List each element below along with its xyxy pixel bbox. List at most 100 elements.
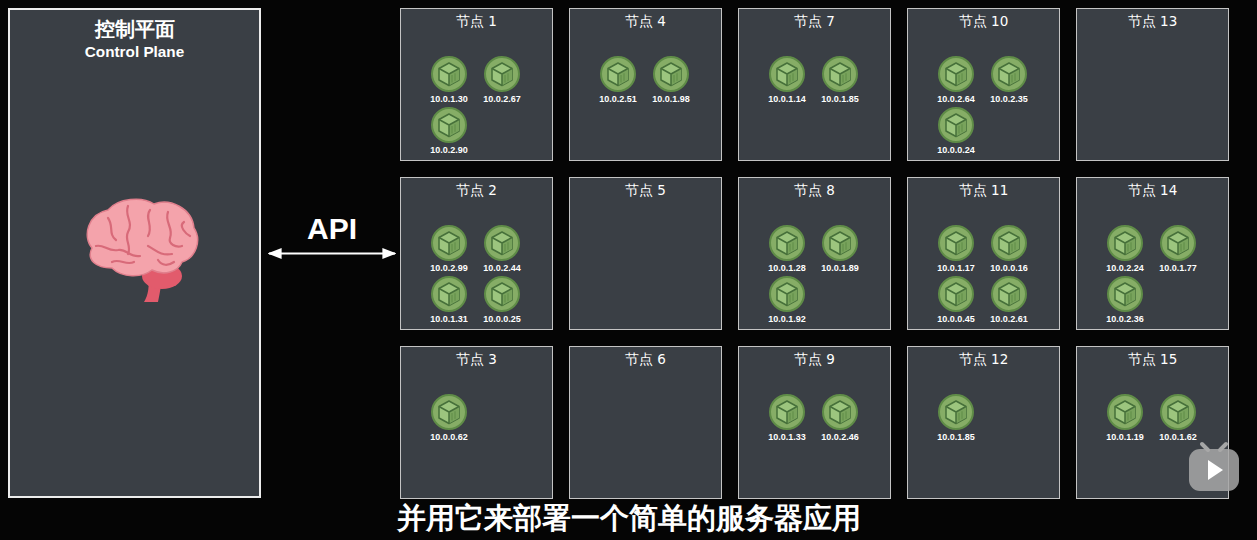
- pod-ip: 10.0.1.28: [755, 262, 819, 274]
- subtitle-caption: 并用它来部署一个简单的服务器应用: [0, 499, 1257, 537]
- pod-icon: [1159, 393, 1197, 431]
- node-title: 节点 2: [401, 180, 552, 200]
- pod-circle: 10.0.2.46: [814, 393, 866, 445]
- pod-circle: 10.0.1.14: [761, 55, 813, 107]
- pod-circle: 10.0.1.33: [761, 393, 813, 445]
- worker-node-box: 节点 210.0.2.9910.0.2.4410.0.1.3110.0.0.25: [400, 177, 553, 330]
- pod-icon: [990, 275, 1028, 313]
- pod-ip: 10.0.2.67: [470, 93, 534, 105]
- pod-circle: 10.0.2.36: [1099, 275, 1151, 327]
- pod-icon: [483, 55, 521, 93]
- pod-circle: 10.0.1.19: [1099, 393, 1151, 445]
- panel-title: 控制平面: [10, 16, 259, 44]
- pod-circle: 10.0.1.28: [761, 224, 813, 276]
- pod-ip: 10.0.1.19: [1093, 431, 1157, 443]
- pod-icon: [1106, 275, 1144, 313]
- pod-icon: [430, 275, 468, 313]
- worker-node-box: 节点 6: [569, 346, 722, 499]
- pod-ip: 10.0.2.51: [586, 93, 650, 105]
- pod-icon: [599, 55, 637, 93]
- node-title: 节点 3: [401, 349, 552, 369]
- node-title: 节点 15: [1077, 349, 1228, 369]
- worker-node-box: 节点 9 10.0.1.3310.0.2.46: [738, 346, 891, 499]
- pod-ip: 10.0.1.85: [808, 93, 872, 105]
- pod-icon: [430, 224, 468, 262]
- pod-icon: [821, 224, 859, 262]
- pod-ip: 10.0.1.30: [417, 93, 481, 105]
- pod-ip: 10.0.2.46: [808, 431, 872, 443]
- pod-icon: [483, 275, 521, 313]
- pod-circle: 10.0.1.62: [1152, 393, 1204, 445]
- pod-ip: 10.0.1.17: [924, 262, 988, 274]
- pod-icon: [821, 55, 859, 93]
- worker-node-box: 节点 5: [569, 177, 722, 330]
- pod-circle: 10.0.1.85: [814, 55, 866, 107]
- edge-label: API: [307, 212, 357, 246]
- pod-icon: [821, 393, 859, 431]
- node-title: 节点 1: [401, 11, 552, 31]
- pod-ip: 10.0.2.61: [977, 313, 1041, 325]
- worker-node-box: 节点 13: [1076, 8, 1229, 161]
- node-title: 节点 7: [739, 11, 890, 31]
- pod-circle: 10.0.2.24: [1099, 224, 1151, 276]
- pod-ip: 10.0.1.77: [1146, 262, 1210, 274]
- node-title: 节点 8: [739, 180, 890, 200]
- pod-ip: 10.0.2.99: [417, 262, 481, 274]
- node-title: 节点 4: [570, 11, 721, 31]
- pod-icon: [430, 106, 468, 144]
- pod-circle: 10.0.2.90: [423, 106, 475, 158]
- pod-circle: 10.0.1.17: [930, 224, 982, 276]
- pod-icon: [937, 224, 975, 262]
- pod-circle: 10.0.2.67: [476, 55, 528, 107]
- pod-ip: 10.0.1.33: [755, 431, 819, 443]
- pod-icon: [937, 393, 975, 431]
- worker-node-box: 节点 7 10.0.1.1410.0.1.85: [738, 8, 891, 161]
- worker-node-box: 节点 11 10.0.1.1710.0.0.16 10.0.0.4510.0.2.6…: [907, 177, 1060, 330]
- node-title: 节点 12: [908, 349, 1059, 369]
- pod-circle: 10.0.1.98: [645, 55, 697, 107]
- pod-icon: [937, 106, 975, 144]
- pod-circle: 10.0.2.51: [592, 55, 644, 107]
- pod-ip: 10.0.0.25: [470, 313, 534, 325]
- pod-icon: [937, 275, 975, 313]
- pod-circle: 10.0.1.77: [1152, 224, 1204, 276]
- pod-circle: 10.0.0.62: [423, 393, 475, 445]
- pod-icon: [768, 275, 806, 313]
- pod-circle: 10.0.1.92: [761, 275, 813, 327]
- pod-circle: 10.0.1.31: [423, 275, 475, 327]
- worker-node-box: 节点 14 10.0.2.2410.0.1.7710.0.2.36: [1076, 177, 1229, 330]
- node-title: 节点 11: [908, 180, 1059, 200]
- pod-icon: [430, 55, 468, 93]
- pod-ip: 10.0.2.90: [417, 144, 481, 156]
- pod-circle: 10.0.2.64: [930, 55, 982, 107]
- pod-icon: [1159, 224, 1197, 262]
- node-title: 节点 6: [570, 349, 721, 369]
- pod-circle: 10.0.2.35: [983, 55, 1035, 107]
- pod-icon: [990, 55, 1028, 93]
- pod-ip: 10.0.2.44: [470, 262, 534, 274]
- pod-ip: 10.0.0.16: [977, 262, 1041, 274]
- node-title: 节点 5: [570, 180, 721, 200]
- pod-icon: [1106, 393, 1144, 431]
- pod-circle: 10.0.0.16: [983, 224, 1035, 276]
- pod-ip: 10.0.1.31: [417, 313, 481, 325]
- pod-circle: 10.0.1.85: [930, 393, 982, 445]
- node-title: 节点 14: [1077, 180, 1228, 200]
- pod-ip: 10.0.1.89: [808, 262, 872, 274]
- pod-circle: 10.0.1.30: [423, 55, 475, 107]
- worker-node-box: 节点 110.0.1.3010.0.2.6710.0.2.90: [400, 8, 553, 161]
- worker-node-box: 节点 8 10.0.1.2810.0.1.8910.0.1.92: [738, 177, 891, 330]
- pod-circle: 10.0.2.44: [476, 224, 528, 276]
- pod-circle: 10.0.2.99: [423, 224, 475, 276]
- pod-circle: 10.0.0.24: [930, 106, 982, 158]
- pod-icon: [483, 224, 521, 262]
- pod-icon: [768, 393, 806, 431]
- pod-icon: [937, 55, 975, 93]
- pod-icon: [990, 224, 1028, 262]
- worker-node-box: 节点 3 10.0.0.62: [400, 346, 553, 499]
- node-title: 节点 9: [739, 349, 890, 369]
- pod-ip: 10.0.0.45: [924, 313, 988, 325]
- worker-node-box: 节点 1010.0.2.6410.0.2.3510.0.0.24: [907, 8, 1060, 161]
- pod-ip: 10.0.2.35: [977, 93, 1041, 105]
